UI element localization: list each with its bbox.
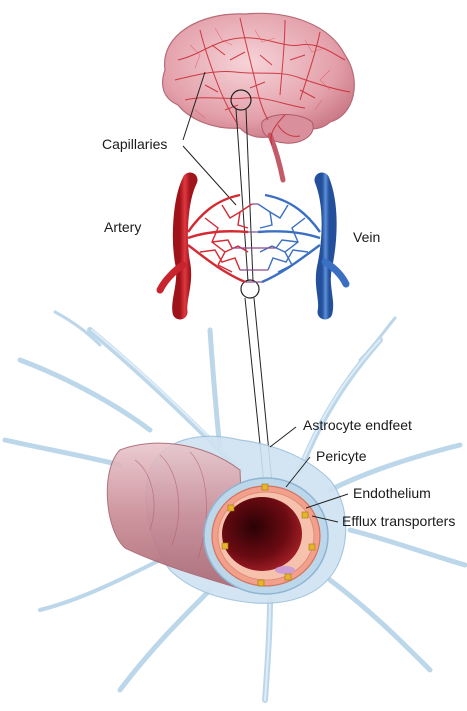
label-artery: Artery [104, 219, 141, 235]
artery-vessel [160, 180, 190, 312]
vein-vessel [322, 180, 346, 312]
label-endothelium: Endothelium [353, 485, 431, 501]
label-pericyte: Pericyte [316, 448, 367, 464]
label-astrocyte-endfeet: Astrocyte endfeet [303, 417, 412, 433]
label-vein: Vein [353, 229, 380, 245]
zoom-lines [236, 109, 272, 483]
label-efflux-transporters: Efflux transporters [342, 513, 455, 529]
pericyte-nucleus [275, 566, 295, 574]
capillary-bed [188, 195, 320, 282]
capillary-cross-section [204, 478, 328, 594]
label-capillaries: Capillaries [102, 136, 167, 152]
